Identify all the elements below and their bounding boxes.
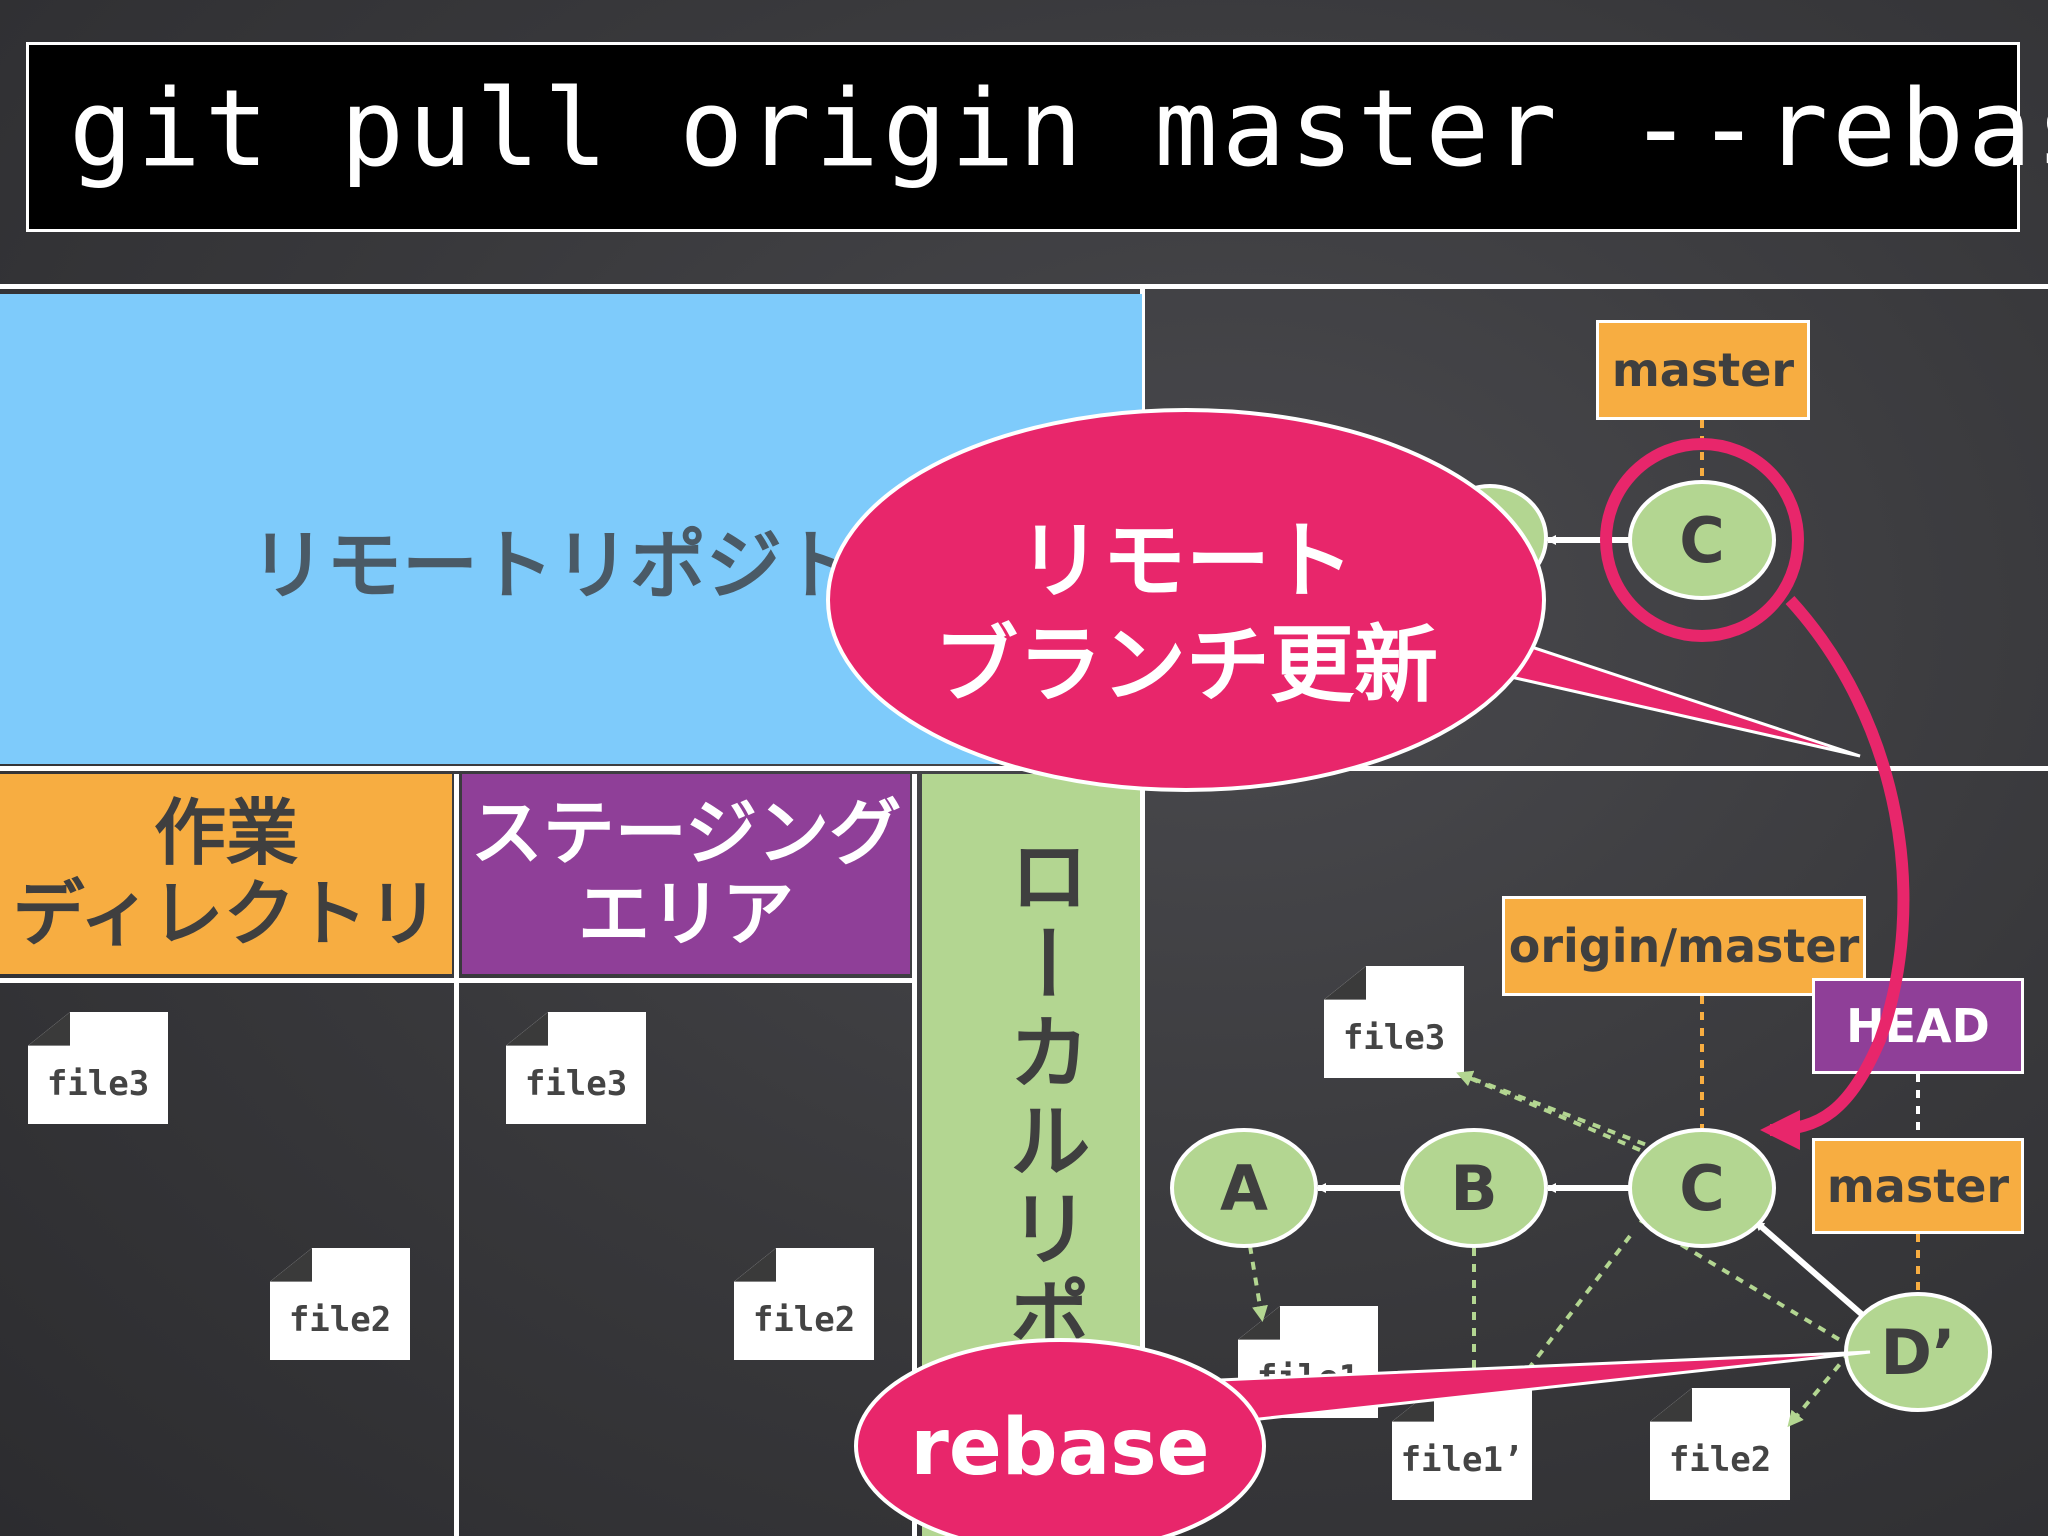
commit-a-label: A (1220, 1152, 1268, 1225)
file-label: file1’ (1400, 1440, 1524, 1480)
commit-a (1170, 1128, 1318, 1248)
update-callout-line1: リモート (1018, 512, 1354, 610)
commit-b-label: B (1450, 1152, 1497, 1225)
work-divider (454, 774, 459, 1536)
file-icon: file3 (506, 1012, 646, 1124)
remote-master-tag: master (1596, 320, 1810, 420)
staging-divider (912, 774, 917, 1536)
title-box: git pull origin master --rebase (26, 42, 2048, 232)
file-icon: file1’ (1392, 1388, 1532, 1500)
file-icon: file2 (1650, 1388, 1790, 1500)
file-label: file3 (1342, 1018, 1446, 1058)
file-label: file3 (524, 1064, 628, 1104)
working-directory-label-line1: 作業 (153, 791, 298, 876)
file-label: file2 (288, 1300, 392, 1340)
commit-b (1400, 1128, 1548, 1248)
commit-c-label: C (1679, 1152, 1725, 1225)
parent-arrows (1316, 535, 1868, 1321)
file-label: file2 (1668, 1440, 1772, 1480)
file-icon: file2 (270, 1248, 410, 1360)
local-master-tag: master (1812, 1138, 2024, 1234)
file-icon: file3 (28, 1012, 168, 1124)
commit-d-prime-label: D’ (1880, 1316, 1955, 1389)
working-directory-label-line2: ディレクトリ (12, 872, 440, 956)
working-directory-header: 作業 ディレクトリ (0, 774, 452, 974)
staging-area-label-line2: エリア (577, 872, 794, 956)
head-tag: HEAD (1812, 978, 2024, 1074)
rebase-callout-tail (1217, 1350, 1871, 1422)
update-arrow (1760, 595, 1910, 1150)
rebase-callout-bubble (854, 1338, 1266, 1536)
remote-commit-c (1628, 480, 1776, 600)
top-divider (0, 284, 2048, 289)
file-label: file3 (46, 1064, 150, 1104)
origin-master-tag: origin/master (1502, 896, 1866, 996)
commit-c (1628, 1128, 1776, 1248)
update-callout-bubble (826, 408, 1546, 792)
highlight-ring (1600, 438, 1804, 642)
staging-area-label-line1: ステージング (470, 791, 902, 876)
update-callout-line2: ブランチ更新 (934, 616, 1438, 714)
remote-repository-label: リモートリポジトリ (250, 521, 934, 610)
file-label: file2 (752, 1300, 856, 1340)
staging-area-header: ステージング エリア (462, 774, 910, 974)
rebase-callout-label: rebase (910, 1403, 1209, 1493)
right-divider (1140, 284, 1145, 1536)
slide-title: git pull origin master --rebase (69, 67, 2048, 190)
remote-commit-c-label: C (1679, 504, 1725, 577)
file-icon: file3 (1324, 966, 1464, 1078)
file-icon: file2 (734, 1248, 874, 1360)
